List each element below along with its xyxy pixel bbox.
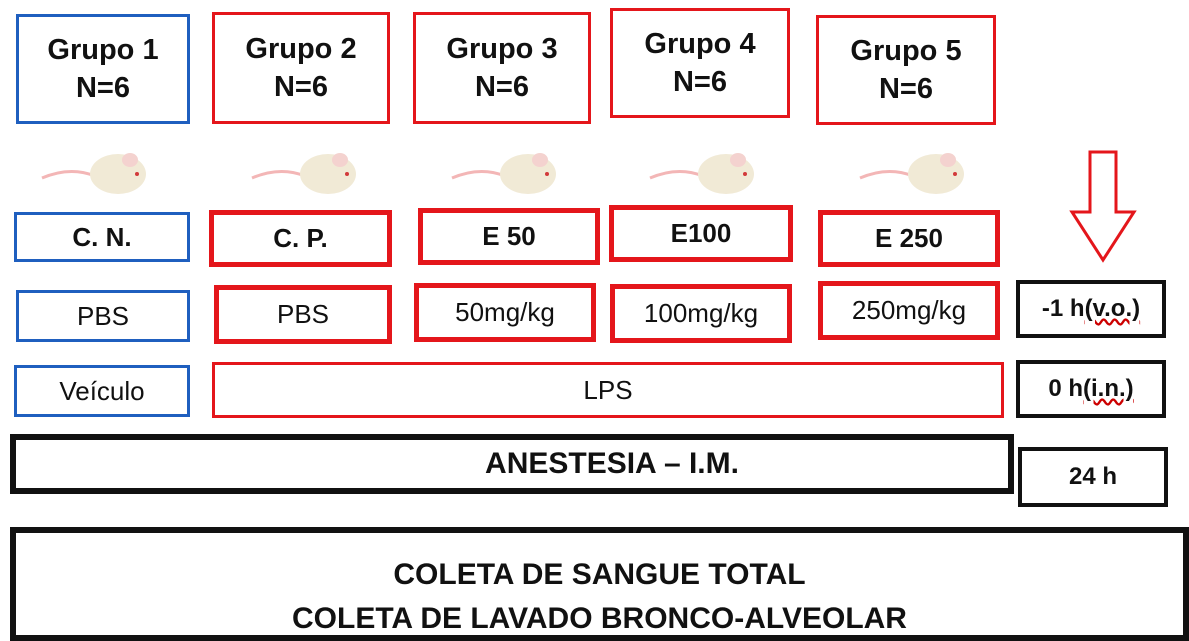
group-2-header: Grupo 2 N=6: [212, 12, 390, 124]
group-3-title: Grupo 3: [446, 33, 558, 65]
group-3-n: N=6: [474, 71, 529, 103]
collection-line-2: COLETA DE LAVADO BRONCO-ALVEOLAR: [292, 602, 907, 635]
time-minus-1h: -1 h (v.o.): [1016, 280, 1166, 338]
mouse-icon: [649, 153, 754, 194]
collection-line-1: COLETA DE SANGUE TOTAL: [393, 558, 806, 591]
time-0h: 0 h (i.n.): [1016, 360, 1166, 418]
down-arrow-icon: [1069, 150, 1137, 263]
group-1-exposure: Veículo: [14, 365, 190, 417]
lps-exposure: LPS: [212, 362, 1004, 418]
group-1-header: Grupo 1 N=6: [16, 14, 190, 124]
group-3-header: Grupo 3 N=6: [413, 12, 591, 124]
group-4-title: Grupo 4: [644, 28, 756, 60]
group-5-header: Grupo 5 N=6: [816, 15, 996, 125]
group-4-code: E100: [609, 205, 793, 262]
anesthesia-step: ANESTESIA – I.M.: [10, 434, 1014, 494]
mouse-icon: [251, 153, 356, 194]
group-2-title: Grupo 2: [245, 33, 357, 65]
group-1-code: C. N.: [14, 212, 190, 262]
group-5-treatment: 250mg/kg: [818, 281, 1000, 340]
group-1-n: N=6: [75, 72, 130, 104]
group-2-treatment: PBS: [214, 285, 392, 344]
time-24h: 24 h: [1018, 447, 1168, 507]
group-4-header: Grupo 4 N=6: [610, 8, 790, 118]
group-5-code: E 250: [818, 210, 1000, 267]
group-2-code: C. P.: [209, 210, 392, 267]
collection-step: COLETA DE SANGUE TOTAL COLETA DE LAVADO …: [10, 527, 1189, 641]
group-3-treatment: 50mg/kg: [414, 283, 596, 342]
mouse-icon: [859, 153, 964, 194]
group-1-title: Grupo 1: [47, 34, 159, 66]
group-4-treatment: 100mg/kg: [610, 284, 792, 343]
group-5-title: Grupo 5: [850, 35, 962, 67]
group-5-n: N=6: [878, 73, 933, 105]
group-4-n: N=6: [672, 66, 727, 98]
mouse-icon: [451, 153, 556, 194]
group-3-code: E 50: [418, 208, 600, 265]
group-2-n: N=6: [273, 71, 328, 103]
mouse-icon: [41, 153, 146, 194]
group-1-treatment: PBS: [16, 290, 190, 342]
